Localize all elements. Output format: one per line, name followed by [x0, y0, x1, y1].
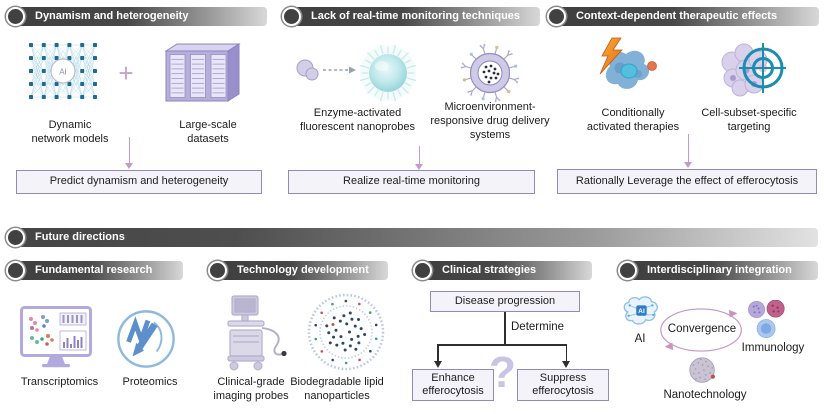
flow-arrowhead-left: [433, 361, 442, 368]
scatter-clusters: [29, 315, 54, 346]
header-bullet-icon: [282, 7, 301, 26]
header-bullet-icon: [6, 261, 25, 280]
nanoparticle-dots: [314, 299, 378, 365]
item-label-lipid-nanoparticles: Biodegradable lipid nanoparticles: [290, 376, 384, 403]
item-label-large-scale-datasets: Large-scale datasets: [179, 119, 237, 146]
ai-chip-label: AI: [638, 308, 645, 315]
outcome-box: Rationally Leverage the effect of effero…: [557, 169, 817, 194]
section-header-label: Interdisciplinary integration: [647, 264, 792, 276]
section-header-label: Technology development: [237, 264, 369, 276]
header-bullet-icon: [618, 261, 637, 280]
liposome-spikes: [460, 43, 520, 103]
section-header-bar: Context-dependent therapeutic effects: [547, 7, 819, 26]
header-bullet-icon: [547, 7, 566, 26]
section-header-bar: Fundamental research: [6, 261, 183, 280]
server-racks-icon: [164, 43, 241, 102]
item-label-cell-subset-targeting: Cell-subset-specific targeting: [701, 107, 797, 134]
flow-line-right-drop: [565, 344, 568, 361]
convergence-cycle-icon: [660, 308, 742, 352]
node-label-immunology: Immunology: [741, 342, 805, 354]
future-directions-bar: Future directions: [6, 228, 818, 247]
cell-targeting-icon: [721, 43, 786, 97]
section-header-bar: Clinical strategies: [413, 261, 592, 280]
immune-cells-icon: [748, 300, 785, 338]
flow-arrowhead-right: [562, 361, 570, 368]
future-directions-label: Future directions: [35, 231, 125, 243]
node-label-ai: AI: [634, 333, 646, 345]
lipid-nanoparticle-icon: [307, 293, 385, 371]
conditionally-activated-therapy-icon: [599, 37, 657, 89]
flow-edge-label: Determine: [511, 321, 565, 333]
section-header-label: Lack of real-time monitoring techniques: [311, 10, 521, 22]
flow-box-enhance: Enhance efferocytosis: [412, 369, 494, 401]
section-header-label: Fundamental research: [35, 264, 153, 276]
item-label-conditional-therapies: Conditionally activated therapies: [586, 107, 680, 134]
item-label-drug-delivery: Microenvironment- responsive drug delive…: [430, 101, 550, 142]
glow-rays: [359, 44, 417, 102]
flow-line-horizontal: [437, 344, 567, 346]
drug-delivery-liposome-icon: [460, 43, 520, 103]
section-header-label: Dynamism and heterogeneity: [35, 10, 189, 22]
flow-line-vertical: [504, 312, 506, 345]
network-wires: [29, 43, 97, 99]
header-bullet-icon: [208, 261, 227, 280]
outcome-box: Realize real-time monitoring: [288, 170, 535, 194]
ai-brain-icon: AI: [623, 296, 658, 325]
ai-node-label: AI: [59, 68, 67, 77]
section-header-label: Clinical strategies: [442, 264, 537, 276]
node-label-convergence: Convergence: [667, 323, 737, 335]
item-label-dynamic-network-models: Dynamic network models: [31, 119, 109, 146]
node-label-nanotechnology: Nanotechnology: [663, 389, 747, 401]
neural-network-icon: AI: [29, 43, 97, 99]
header-bullet-icon: [6, 7, 25, 26]
crosshair-icon: [739, 43, 786, 93]
server-stripes: [169, 54, 227, 98]
item-label-transcriptomics: Transcriptomics: [20, 376, 99, 388]
section-header-label: Context-dependent therapeutic effects: [576, 10, 778, 22]
drug-particle-icon: [647, 61, 657, 71]
down-arrow-icon: [415, 146, 424, 170]
down-arrow-icon: [684, 134, 693, 168]
header-bullet-icon: [6, 228, 25, 247]
enzyme-activated-nanoprobe-icon: [296, 44, 417, 102]
section-header-bar: Technology development: [208, 261, 388, 280]
plus-icon: +: [118, 58, 134, 88]
section-header-bar: Lack of real-time monitoring techniques: [282, 7, 540, 26]
flow-line-left-drop: [437, 344, 439, 361]
lightning-bolt-icon: [599, 37, 623, 75]
down-arrow-icon: [125, 137, 134, 169]
item-label-imaging-probes: Clinical-grade imaging probes: [213, 376, 289, 403]
nanotechnology-sphere-icon: [689, 357, 715, 383]
ultrasound-machine-icon: [227, 295, 287, 371]
item-label-proteomics: Proteomics: [122, 376, 178, 388]
outcome-box: Predict dynamism and heterogeneity: [16, 170, 262, 194]
flow-box-disease-progression: Disease progression: [430, 291, 580, 312]
sphere-texture-dots: [692, 358, 714, 381]
drug-dots: [482, 64, 500, 84]
flow-box-suppress: Suppress efferocytosis: [517, 369, 609, 401]
transcriptomics-monitor-icon: [20, 306, 92, 368]
item-label-enzyme-nanoprobes: Enzyme-activated fluorescent nanoprobes: [300, 107, 415, 134]
header-bullet-icon: [413, 261, 432, 280]
proteomics-protein-icon: [117, 310, 175, 368]
section-header-bar: Interdisciplinary integration: [618, 261, 818, 280]
section-header-bar: Dynamism and heterogeneity: [6, 7, 267, 26]
